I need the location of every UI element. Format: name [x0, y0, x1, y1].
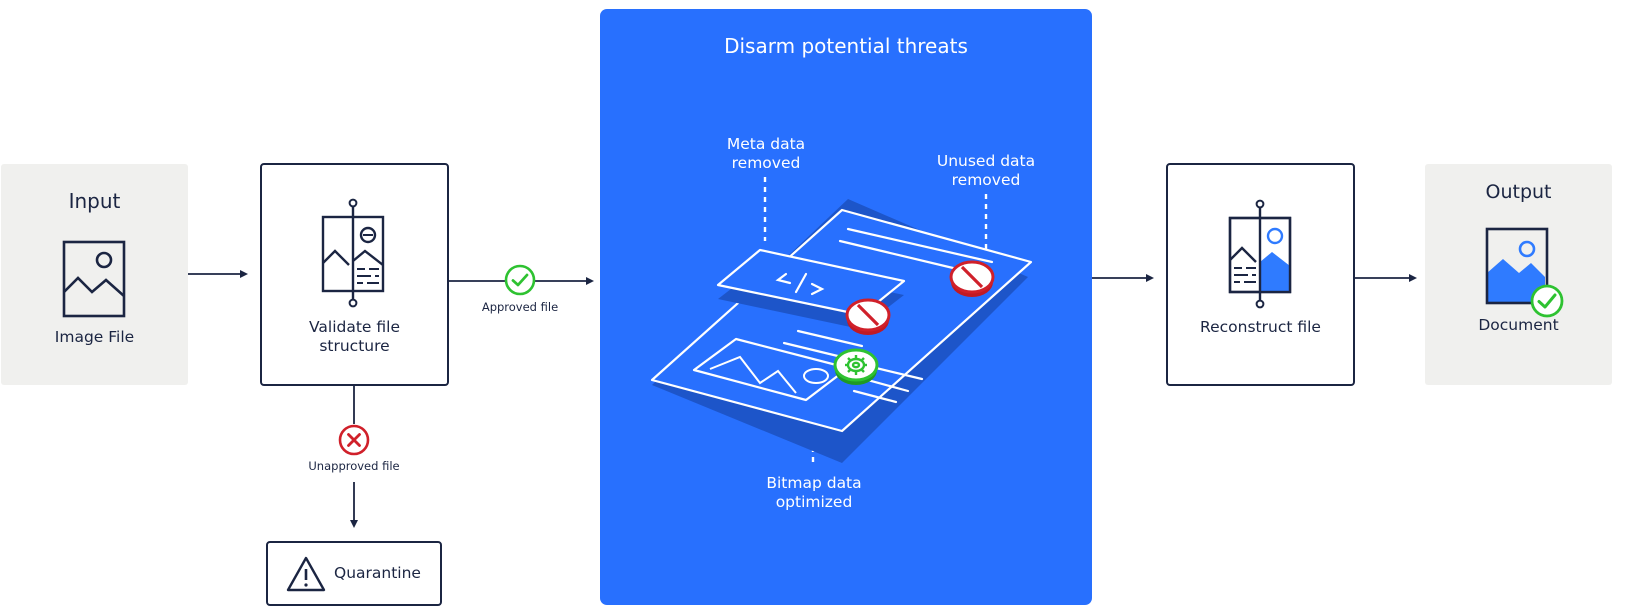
unapproved-label: Unapproved file: [308, 459, 400, 473]
no-entry-icon-meta: [845, 298, 891, 335]
quarantine-box: [266, 541, 442, 606]
output-title: Output: [1485, 181, 1552, 203]
arrow-reconstruct-to-output: [1355, 274, 1417, 282]
unused-data-label: Unused data removed: [926, 152, 1046, 190]
split-image-icon: [321, 198, 385, 308]
bitmap-data-label: Bitmap data optimized: [752, 474, 876, 512]
output-label: Document: [1478, 316, 1559, 334]
unused-data-label-line1: Unused data: [936, 152, 1036, 170]
arrow-disarm-to-reconstruct: [1092, 274, 1154, 282]
check-circle-icon: [504, 264, 536, 296]
line-validate-to-unapproved: [353, 386, 355, 424]
split-image-icon: [1228, 199, 1292, 309]
document-check-icon: [1485, 227, 1564, 318]
input-label: Image File: [54, 328, 135, 346]
arrow-unapproved-to-quarantine: [350, 482, 358, 528]
gear-icon: [833, 348, 879, 385]
x-circle-icon: [338, 424, 370, 456]
meta-data-label: Meta data removed: [706, 135, 826, 173]
validate-label-line2: structure: [319, 337, 390, 355]
input-title: Input: [68, 189, 121, 213]
meta-data-label-line2: removed: [731, 154, 801, 172]
document-illustration: [650, 177, 1033, 467]
reconstruct-label: Reconstruct file: [1200, 318, 1321, 336]
input-box: [1, 164, 188, 385]
approved-label: Approved file: [481, 300, 559, 314]
unused-data-label-line2: removed: [951, 171, 1021, 189]
no-entry-icon-unused: [949, 260, 995, 297]
validate-label: Validate file structure: [260, 318, 449, 356]
disarm-title: Disarm potential threats: [724, 34, 968, 58]
bitmap-data-label-line2: optimized: [775, 493, 853, 511]
validate-label-line1: Validate file: [309, 318, 400, 336]
bitmap-data-label-line1: Bitmap data: [766, 474, 862, 492]
meta-data-label-line1: Meta data: [726, 135, 806, 153]
arrow-input-to-validate: [188, 270, 248, 278]
warning-triangle-icon: [286, 556, 326, 592]
quarantine-label: Quarantine: [334, 564, 421, 582]
image-icon: [62, 240, 126, 318]
